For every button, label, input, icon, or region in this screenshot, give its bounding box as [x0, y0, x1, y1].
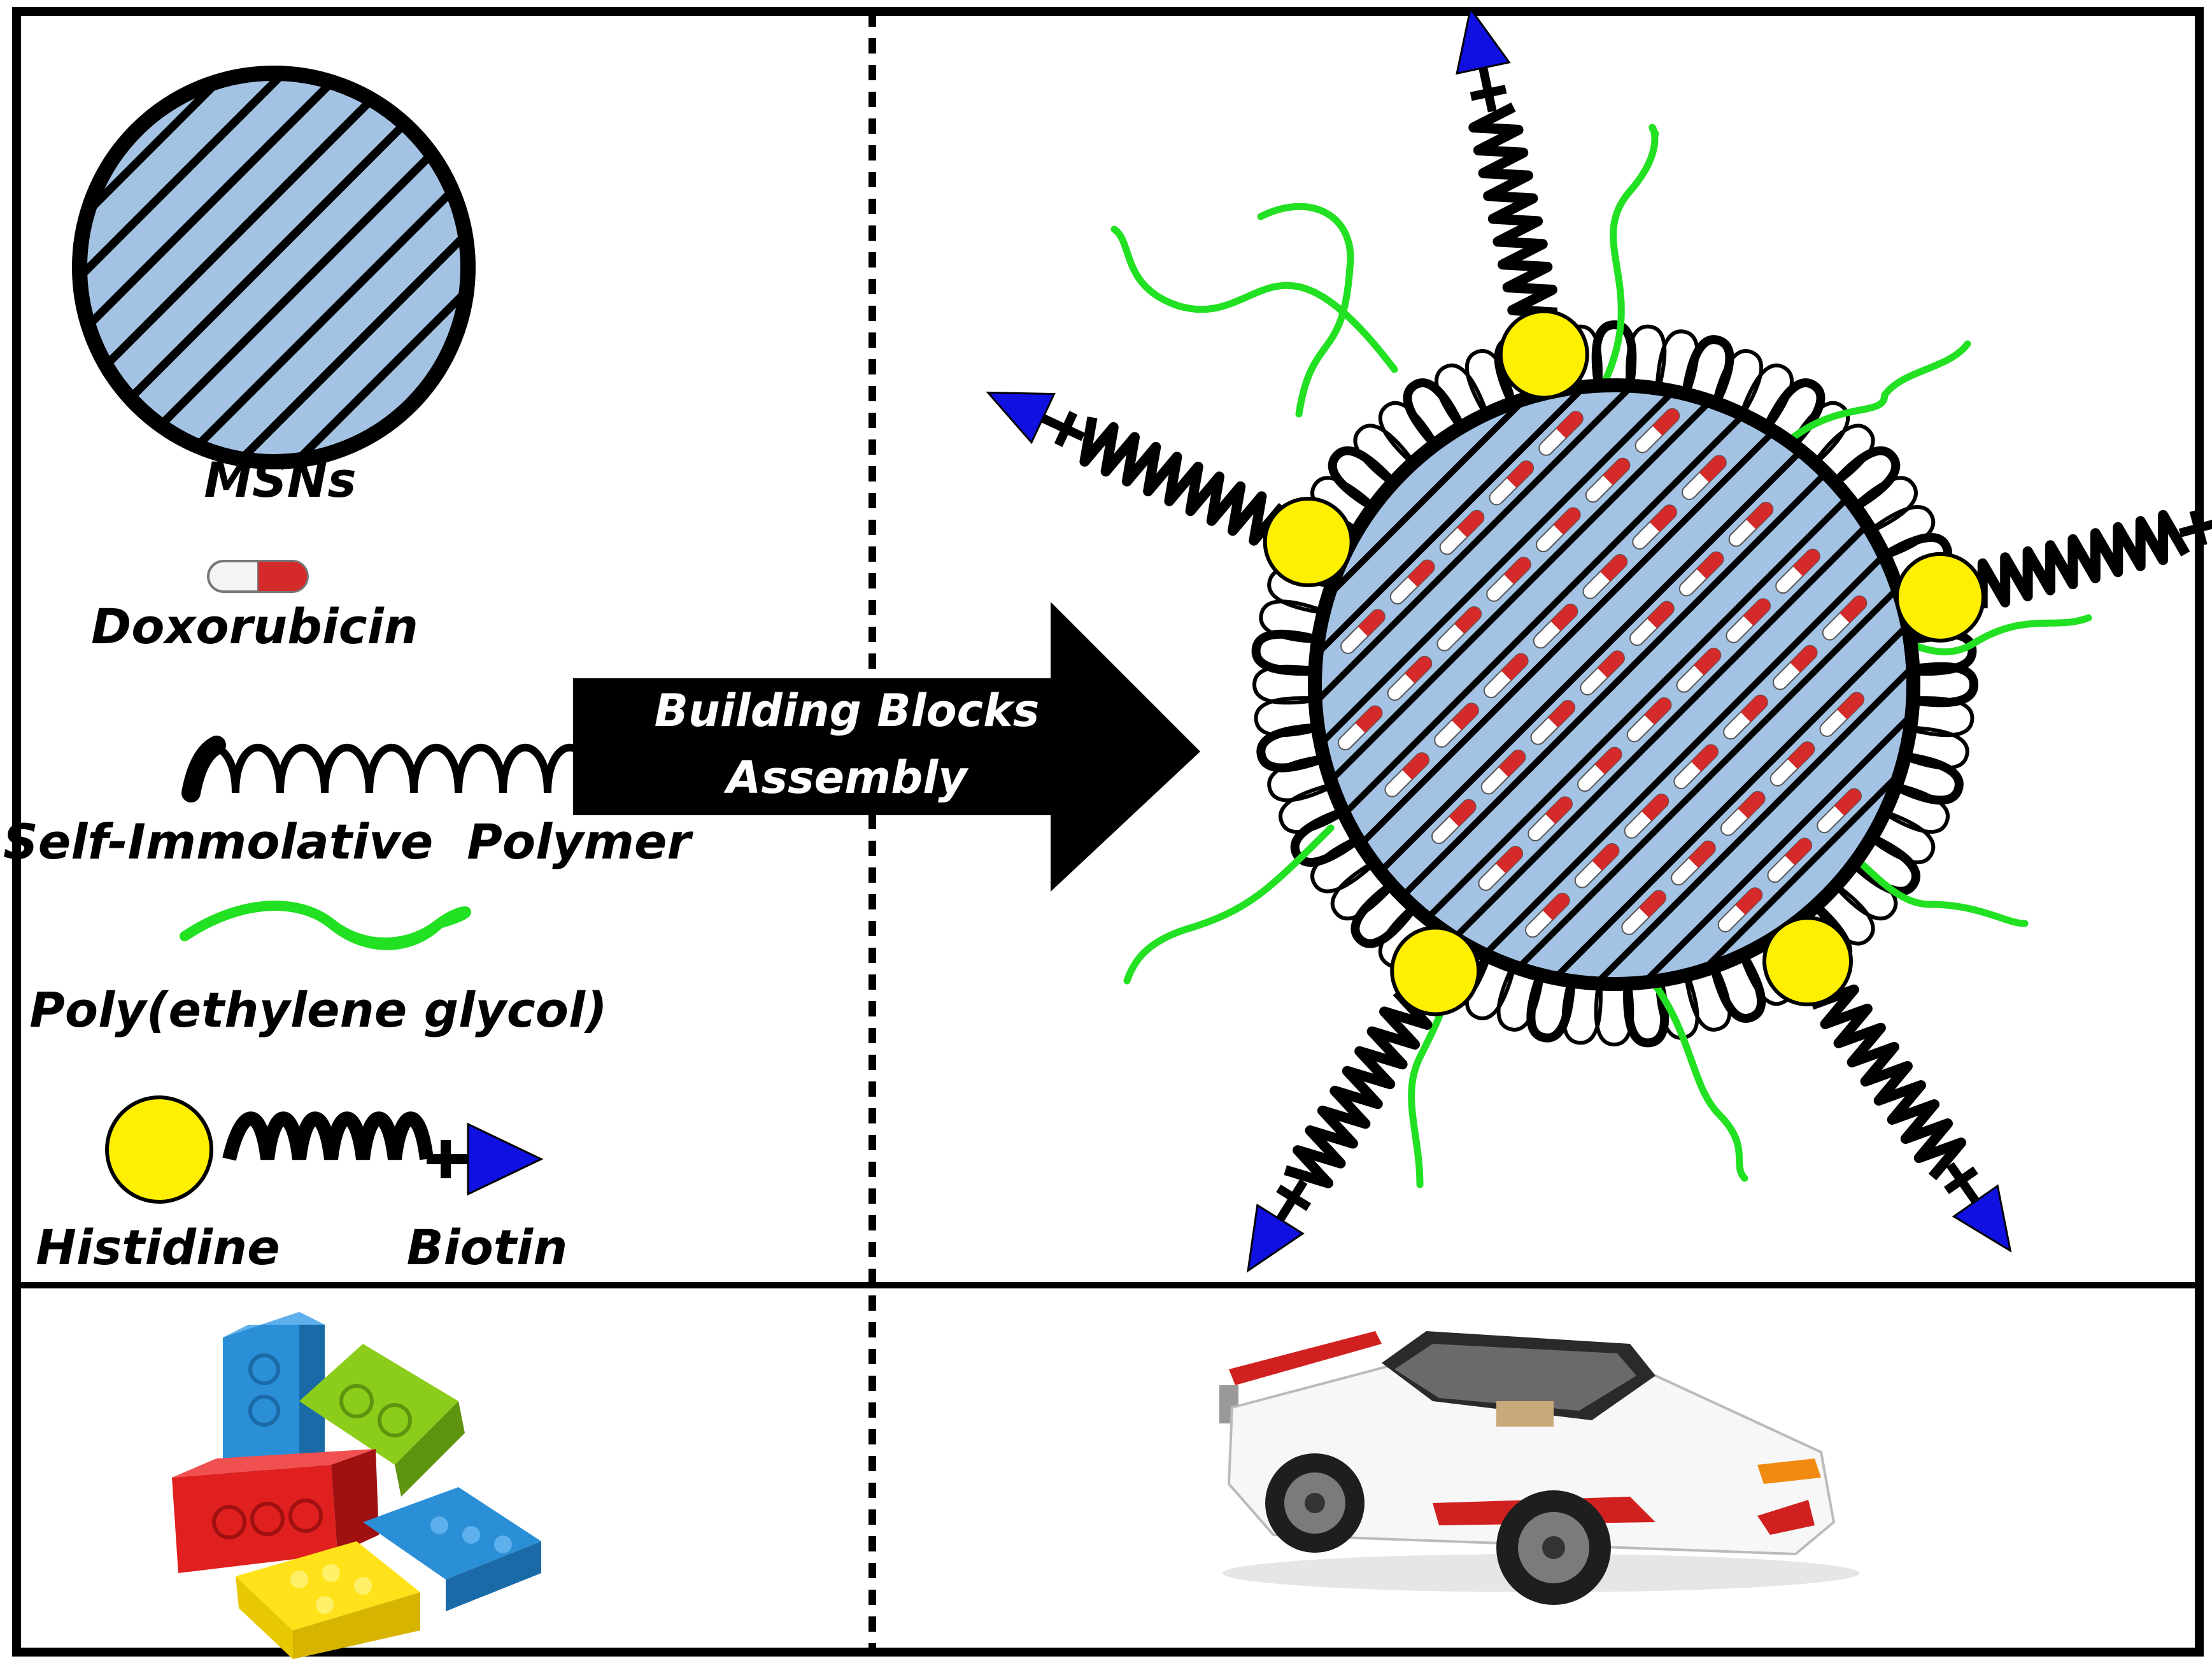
pore-line	[1315, 385, 1768, 839]
histidine-label: Histidine	[36, 1219, 280, 1276]
polymer-label: Self-Immolative Polymer	[3, 813, 693, 870]
pore-line	[1315, 385, 1791, 862]
histidine-bead	[1762, 916, 1853, 1007]
polymer-loop	[1330, 864, 1390, 921]
assembly-arrow	[573, 602, 1200, 892]
polymer-loop	[1711, 959, 1766, 1023]
polymer-loop	[1290, 809, 1355, 867]
polymer-loop	[1496, 971, 1543, 1032]
polymer-loop	[1526, 980, 1575, 1043]
msns-label: MSNs	[204, 452, 356, 508]
figure-frame	[12, 7, 2204, 1657]
arm-tick	[1054, 411, 1078, 447]
polymer-loop	[1594, 990, 1634, 1047]
polymer-loop	[1623, 986, 1670, 1048]
arm-coil	[1977, 510, 2190, 609]
polymer-loop	[1889, 784, 1950, 834]
arm-tick	[1276, 1184, 1312, 1211]
polymer-loop	[1403, 378, 1463, 443]
polymer-loop	[1836, 446, 1901, 508]
polymer-loop	[1916, 696, 1974, 738]
arm-coil	[1284, 988, 1433, 1188]
polymer-loop	[1251, 629, 1313, 676]
polymer-loop	[1626, 324, 1667, 383]
biotin-triangle	[1952, 1184, 2012, 1253]
histidine-biotin-icon	[105, 1095, 544, 1204]
polymer-loop	[1256, 724, 1319, 773]
pore-line	[1414, 484, 1913, 984]
toy-brick-car-icon	[1219, 1331, 1859, 1605]
targeting-arms	[986, 6, 2212, 1273]
polymer-loop	[1682, 335, 1734, 399]
pore-line	[1460, 531, 1913, 984]
peg-chain-tail	[326, 918, 444, 950]
capsule-icon	[207, 560, 309, 593]
histidine-bead	[1498, 309, 1589, 400]
polymer-loop	[1328, 446, 1392, 508]
polymer-loop	[1793, 401, 1850, 460]
biotin-triangle	[986, 391, 1056, 445]
histidine-bead	[1263, 497, 1354, 588]
histidine-bead	[1894, 552, 1985, 643]
toy-bricks-pile-icon	[172, 1312, 541, 1659]
biotin-label: Biotin	[407, 1219, 568, 1276]
arm-coil	[1079, 416, 1287, 546]
arm-coil	[1468, 102, 1558, 318]
polymer-loop	[1259, 599, 1319, 643]
polymer-loop	[1857, 476, 1918, 531]
polymer-loop	[1353, 424, 1412, 482]
pore-line	[1390, 460, 1913, 984]
doxorubicin-label: Doxorubicin	[91, 598, 418, 655]
polymer-loop	[1435, 363, 1487, 424]
polymer-loop	[1279, 784, 1339, 834]
histidine-bead	[1390, 925, 1481, 1016]
pore-line	[1315, 385, 1838, 909]
pore-line	[1315, 385, 1815, 885]
assembled-nanoparticle	[986, 6, 2212, 1273]
arm-tick	[1470, 85, 1507, 101]
polymer-loop	[1351, 885, 1414, 948]
arm-coil	[1810, 984, 1967, 1181]
pore-line	[1437, 508, 1913, 984]
pore-line	[1484, 554, 1913, 984]
polymer-loop	[1254, 696, 1312, 738]
core-pore-lines	[1315, 385, 1913, 984]
peg-label: Poly(ethylene glycol)	[29, 981, 607, 1038]
polymer-loop	[1713, 349, 1764, 410]
polymer-loop	[1591, 320, 1637, 380]
biotin-triangle	[1456, 6, 1511, 75]
pore-line	[1315, 385, 1745, 815]
assembly-arrow-line1: Building Blocks	[655, 685, 1040, 737]
polymer-loop	[1685, 971, 1732, 1032]
polymer-loop	[1766, 378, 1826, 443]
biotin-triangle	[1247, 1203, 1305, 1273]
polymer-loop	[1899, 753, 1964, 805]
msn-legend-icon	[72, 66, 476, 469]
arm-tick	[1943, 1166, 1978, 1194]
assembly-arrow-line2: Assembly	[723, 752, 969, 804]
arm-tick	[2189, 510, 2208, 546]
